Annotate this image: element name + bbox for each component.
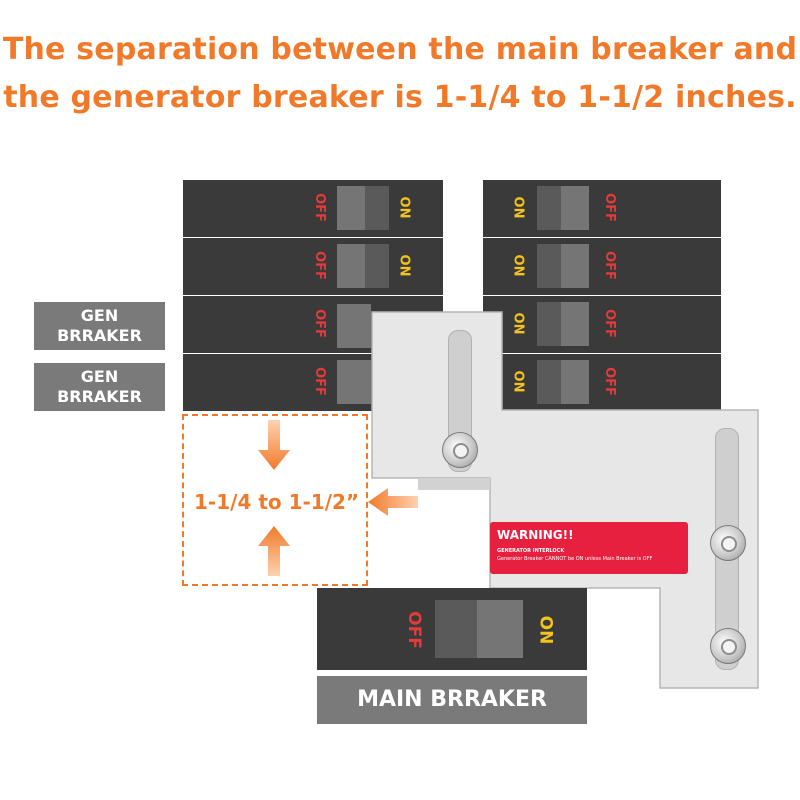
arrow-up-icon (258, 526, 290, 576)
right-breaker-2: ON OFF (483, 238, 721, 295)
bolt-icon (442, 432, 478, 468)
toggle-handle (337, 186, 365, 230)
toggle-handle (337, 360, 371, 404)
off-label: OFF (403, 611, 424, 649)
toggle-handle (561, 244, 589, 288)
warning-label: WARNING!! GENERATOR INTERLOCK Generator … (490, 522, 688, 574)
bolt-icon (710, 628, 746, 664)
arrow-left-icon (368, 488, 418, 516)
left-breaker-2: OFF ON (183, 238, 443, 295)
left-breaker-1: OFF ON (183, 180, 443, 237)
gen-label-line1: GEN (80, 367, 119, 386)
gen-label-line2: BRRAKER (57, 387, 142, 406)
toggle-handle (561, 360, 589, 404)
arrow-down-icon (258, 420, 290, 470)
gen-breaker-label-2: GEN BRRAKER (34, 363, 165, 411)
measurement-zone (182, 414, 368, 586)
on-label: ON (535, 615, 556, 645)
warning-title: WARNING!! (497, 528, 574, 542)
gen-label-line1: GEN (80, 306, 119, 325)
measurement-text: 1-1/4 to 1-1/2” (194, 490, 360, 514)
warning-line-2: Generator Breaker CANNOT be ON unless Ma… (497, 556, 653, 562)
right-breaker-4: ON OFF (483, 354, 721, 411)
gen-label-line2: BRRAKER (57, 326, 142, 345)
warning-line-1: GENERATOR INTERLOCK (497, 548, 565, 554)
right-breaker-3: ON OFF (483, 296, 721, 353)
toggle-handle (561, 186, 589, 230)
main-breaker-label: MAIN BRRAKER (317, 676, 587, 724)
toggle-handle (561, 302, 589, 346)
headline-line-1: The separation between the main breaker … (2, 32, 798, 67)
bolt-icon (710, 525, 746, 561)
toggle-handle (337, 304, 371, 348)
right-breaker-1: ON OFF (483, 180, 721, 237)
headline-line-2: the generator breaker is 1-1/4 to 1-1/2 … (3, 80, 797, 115)
toggle-handle (337, 244, 365, 288)
gen-breaker-label-1: GEN BRRAKER (34, 302, 165, 350)
main-breaker: OFF ON (317, 588, 587, 670)
toggle-handle (477, 600, 523, 658)
